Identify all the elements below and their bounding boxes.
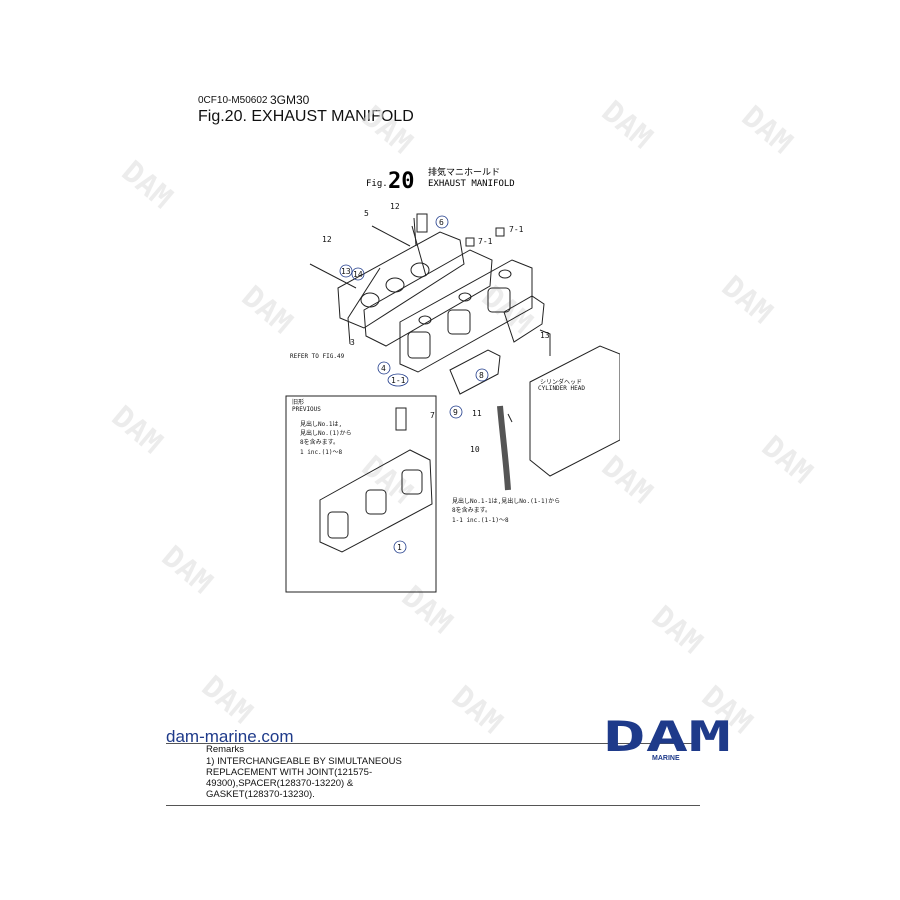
callout-13-right: 13 (540, 331, 550, 340)
engine-model: 3GM30 (270, 93, 310, 107)
svg-text:DAM: DAM (195, 669, 259, 731)
stud-12-top (413, 217, 417, 247)
callout-6: 6 (439, 218, 444, 227)
callout-7: 7 (430, 411, 435, 420)
cylinder-head-en: CYLINDER HEAD (538, 385, 585, 392)
callout-12-top: 12 (390, 202, 400, 211)
bolt-5 (371, 225, 411, 247)
callout-13-left: 13 (341, 267, 351, 276)
fig-jp-title: 排気マニホールド (428, 166, 500, 178)
logo-text: DAM (603, 717, 731, 757)
svg-text:DAM: DAM (735, 99, 799, 161)
svg-text:DAM: DAM (645, 599, 709, 661)
fig-prefix: Fig. (366, 179, 388, 189)
note-prev-jp-1: 見出しNo.1は, (300, 420, 342, 428)
callout-4: 4 (381, 364, 386, 373)
svg-text:DAM: DAM (595, 94, 659, 156)
remark-1: 1) INTERCHANGEABLE BY SIMULTANEOUS REPLA… (206, 756, 402, 800)
fig-number: 20 (388, 169, 415, 194)
previous-manifold (319, 449, 433, 553)
dam-marine-logo: DAM (603, 717, 731, 757)
cylinder-head-jp: シリンダヘッド (540, 378, 582, 386)
pipe-10 (497, 405, 511, 491)
svg-text:DAM: DAM (105, 399, 169, 461)
callout-7-1-mid: 7-1 (478, 237, 493, 246)
footer-rule (166, 805, 700, 806)
exhaust-manifold-diagram: Fig. 20 排気マニホールド EXHAUST MANIFOLD (285, 166, 620, 593)
header-rule (166, 743, 700, 744)
callout-11: 11 (472, 409, 482, 418)
callout-3: 3 (350, 338, 355, 347)
svg-text:DAM: DAM (155, 539, 219, 601)
callout-1: 1 (397, 543, 402, 552)
remarks-label: Remarks (206, 744, 245, 755)
spacer-plate (363, 249, 493, 347)
note-prev-jp-2: 見出しNo.(1)から (300, 429, 352, 437)
callout-1-1: 1-1 (391, 376, 406, 385)
callout-10: 10 (470, 445, 480, 454)
note-prev-en: 1 inc.(1)～8 (300, 449, 343, 456)
side-gasket (503, 295, 545, 343)
previous-jp: 旧形 (292, 398, 304, 406)
callout-5: 5 (364, 209, 369, 218)
svg-text:DAM: DAM (755, 429, 819, 491)
cylinder-head (529, 345, 620, 477)
bottom-gasket (449, 349, 501, 395)
logo-subtitle: MARINE (652, 755, 680, 762)
callout-7-1-right: 7-1 (509, 225, 524, 234)
note-prev-jp-3: 8を含みます。 (300, 438, 339, 446)
bolt-12-left (309, 263, 357, 289)
refer-to-label: REFER TO FIG.49 (290, 353, 345, 360)
svg-text:DAM: DAM (115, 154, 179, 216)
callout-9: 9 (453, 408, 458, 417)
fig-en-title: EXHAUST MANIFOLD (428, 179, 515, 189)
svg-text:DAM: DAM (715, 269, 779, 331)
note-new-en: 1-1 inc.(1-1)～8 (452, 517, 509, 524)
svg-text:DAM: DAM (445, 679, 509, 741)
note-new-jp-2: 8を含みます。 (452, 506, 491, 514)
note-new-jp-1: 見出しNo.1-1は,見出しNo.(1-1)から (452, 497, 560, 505)
document-code: 0CF10-M50602 (198, 95, 268, 106)
callout-8: 8 (479, 371, 484, 380)
previous-box (285, 395, 437, 593)
previous-en: PREVIOUS (292, 406, 321, 413)
callout-12-left: 12 (322, 235, 332, 244)
callout-14: 14 (353, 270, 363, 279)
flange-gasket (337, 231, 465, 329)
figure-title: Fig.20. EXHAUST MANIFOLD (198, 108, 414, 125)
site-link[interactable]: dam-marine.com (166, 727, 294, 746)
